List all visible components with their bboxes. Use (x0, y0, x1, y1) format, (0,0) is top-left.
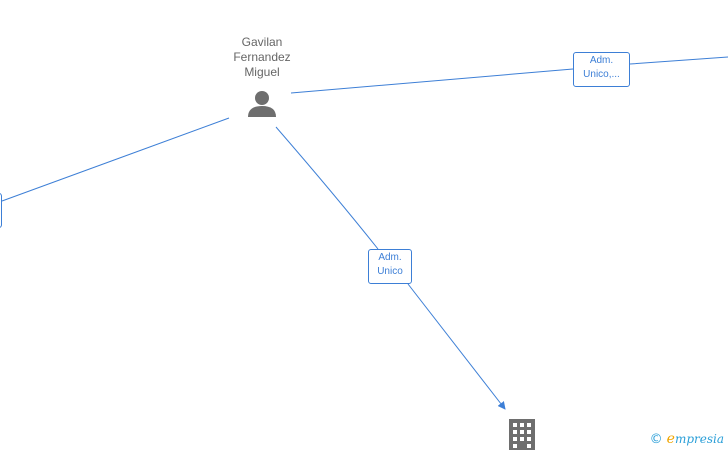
edge-down-line-upper (275, 126, 379, 250)
person-icon[interactable] (248, 91, 276, 117)
building-icon[interactable] (509, 419, 535, 450)
edge-right-label-line-2: Unico,... (583, 69, 620, 80)
edge-down-label[interactable]: Adm. Unico (368, 249, 412, 284)
person-name-line-1: Gavilan (241, 35, 283, 49)
empresia-watermark: ©empresia (650, 431, 724, 447)
brand-name: mpresia (674, 432, 724, 446)
edge-left-line (1, 117, 230, 202)
edge-down-label-line-1: Adm. (378, 252, 402, 263)
person-name[interactable]: Gavilan Fernandez Miguel (212, 35, 312, 80)
copyright-symbol: © (649, 432, 663, 447)
edge-left-label[interactable] (0, 193, 2, 228)
person-name-line-3: Miguel (244, 65, 280, 79)
edge-right-line (290, 56, 728, 94)
edge-down-line-lower (407, 283, 506, 410)
edge-right-label-line-1: Adm. (589, 55, 614, 66)
edge-down-label-line-2: Unico (377, 266, 403, 277)
person-name-line-2: Fernandez (233, 50, 291, 64)
edge-right-label[interactable]: Adm. Unico,... (573, 52, 630, 87)
brand-initial: e (666, 431, 675, 447)
